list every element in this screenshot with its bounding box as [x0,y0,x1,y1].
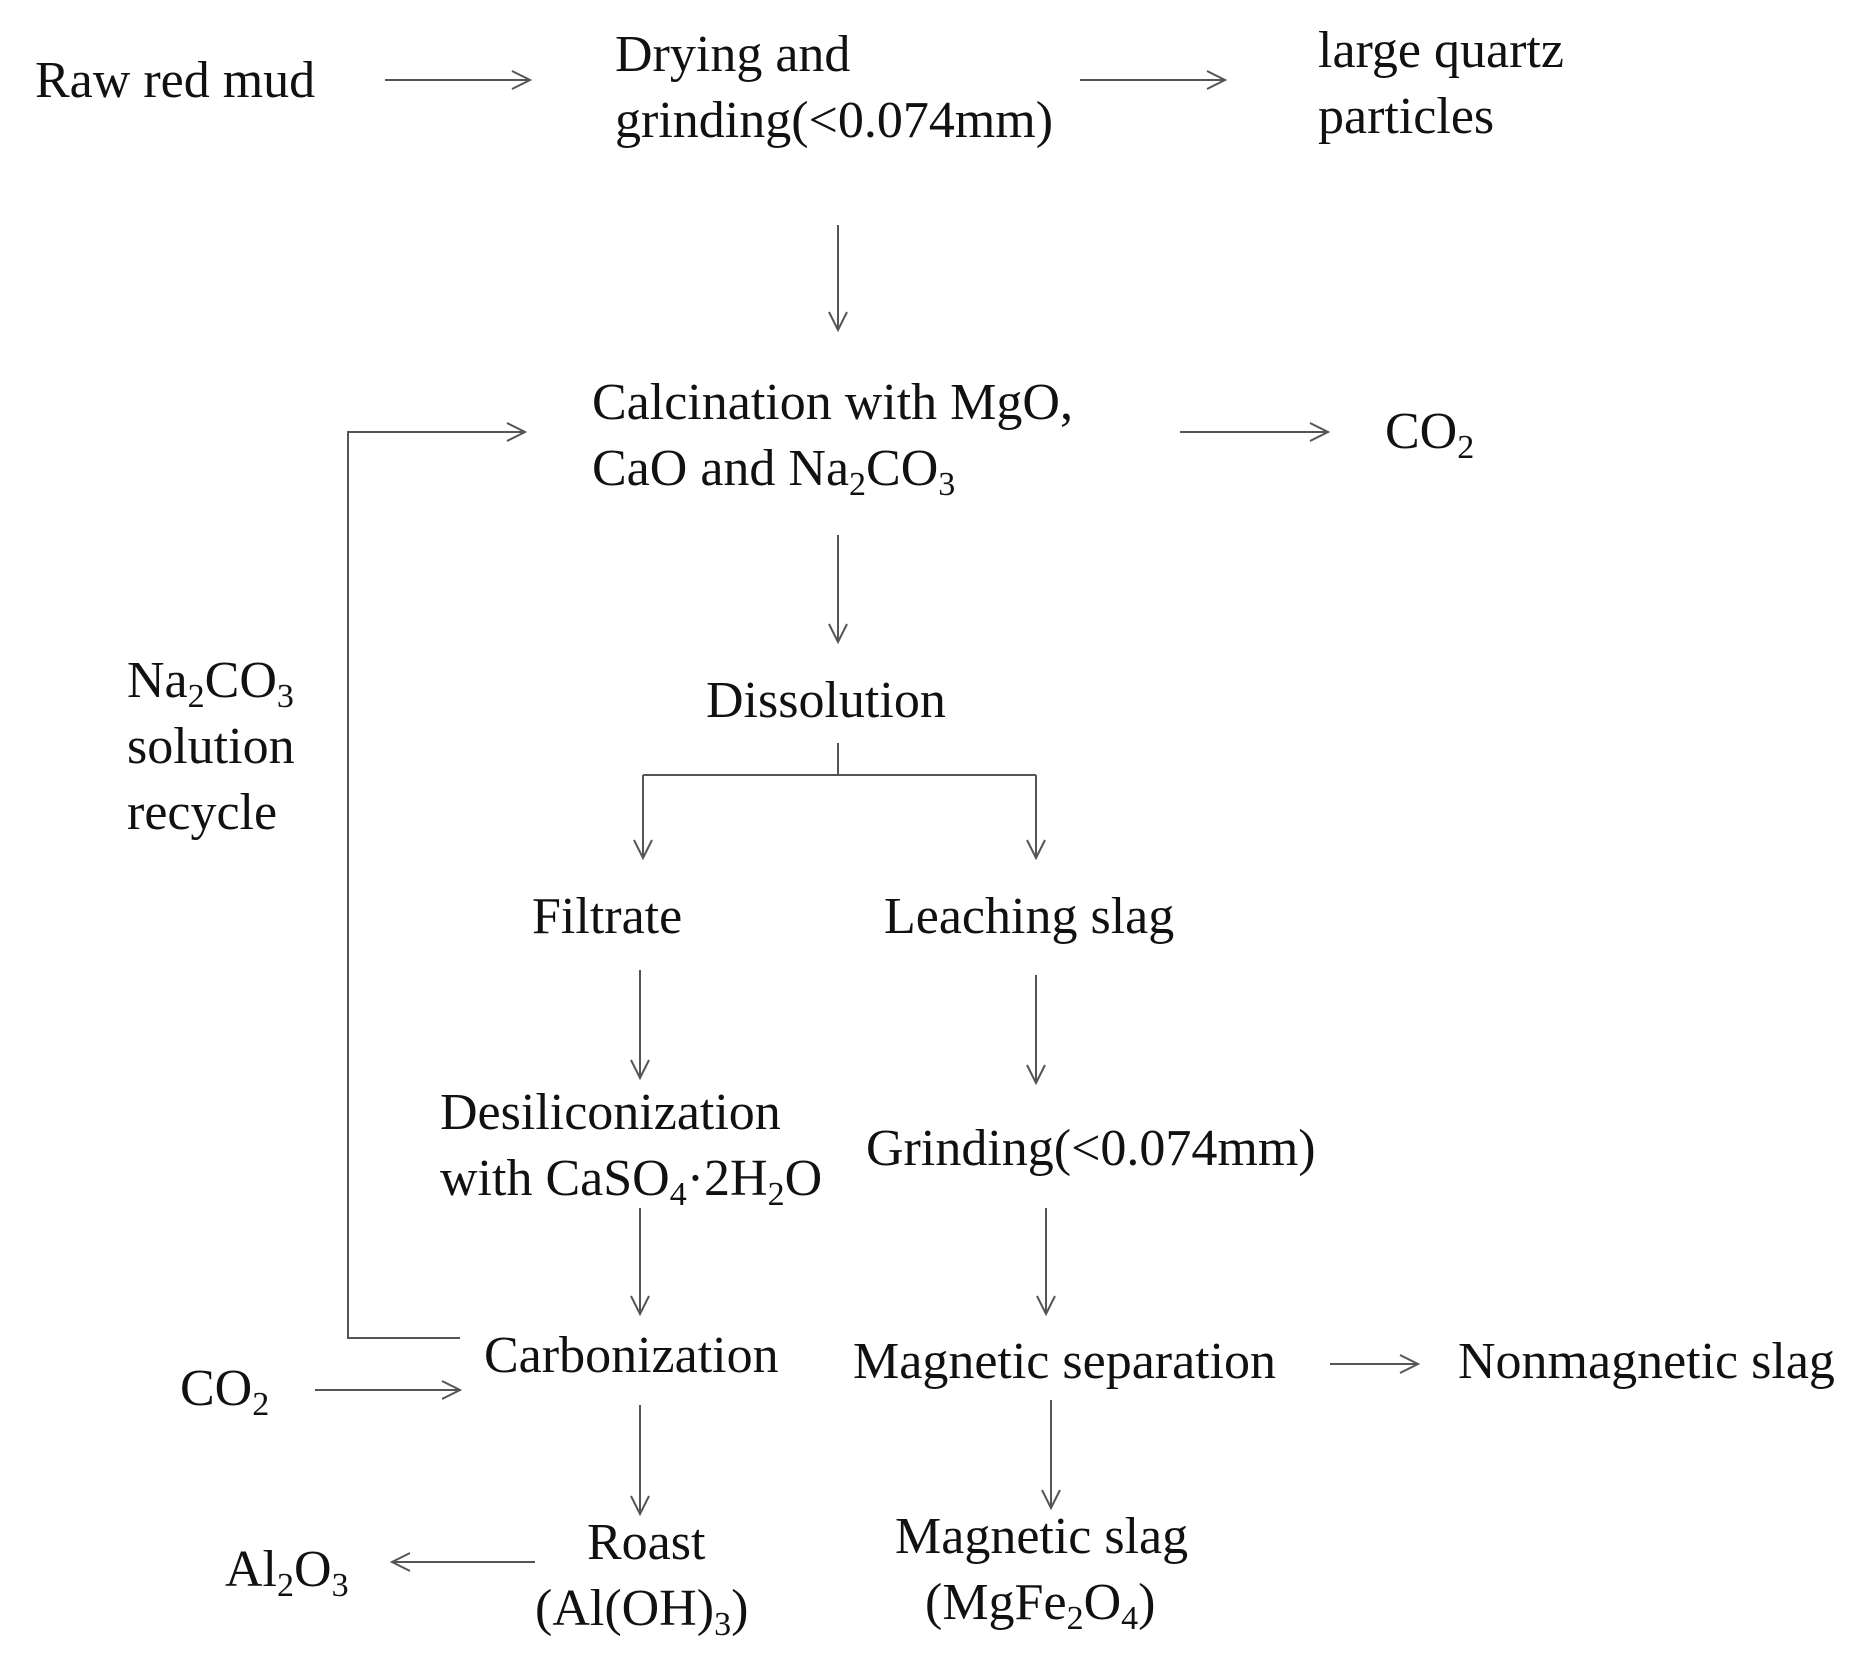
node-large-quartz-particles: large quartz particles [1318,18,1564,150]
node-magnetic-separation: Magnetic separation [853,1329,1276,1395]
node-label: Dissolution [706,672,946,729]
node-label: Carbonization [484,1327,779,1384]
node-label-line1: Drying and [615,26,851,83]
node-desiliconization: Desiliconization with CaSO4·2H2O [440,1080,822,1212]
recycle-loop-line [347,432,525,1339]
node-leaching-slag: Leaching slag [884,884,1174,950]
node-label-line1: Roast [587,1514,706,1571]
node-drying-grinding: Drying and grinding(<0.074mm) [615,22,1053,154]
node-label-line2: CaO and Na2CO3 [592,440,956,503]
node-label-line1: Na2CO3 [127,652,294,715]
node-al2o3: Al2O3 [225,1537,349,1603]
node-label: CO2 [180,1360,270,1423]
node-label-line1: Magnetic slag [895,1508,1189,1565]
node-label-line2: solution [127,718,295,775]
node-co2-output: CO2 [1385,399,1474,465]
node-raw-red-mud: Raw red mud [35,48,315,114]
node-calcination: Calcination with MgO, CaO and Na2CO3 [592,370,1073,502]
node-label-line2: (Al(OH)3) [535,1580,749,1643]
node-co2-input: CO2 [180,1356,269,1422]
node-label-line1: Calcination with MgO, [592,374,1073,431]
node-carbonization: Carbonization [484,1323,779,1389]
node-label-line3: recycle [127,784,278,841]
node-roast: Roast (Al(OH)3) [535,1510,748,1642]
node-label: Grinding(<0.074mm) [866,1120,1316,1177]
node-label-line2: particles [1318,88,1495,145]
node-filtrate: Filtrate [532,884,682,950]
node-label: Magnetic separation [853,1333,1277,1390]
node-label-line2: with CaSO4·2H2O [440,1150,823,1213]
node-na2co3-recycle: Na2CO3 solution recycle [127,648,295,846]
node-label-line2: (MgFe2O4) [925,1574,1156,1637]
node-label-line1: Desiliconization [440,1084,781,1141]
node-label-line1: large quartz [1318,22,1564,79]
node-magnetic-slag: Magnetic slag (MgFe2O4) [895,1504,1188,1636]
node-dissolution: Dissolution [706,668,946,734]
node-label: Raw red mud [35,52,316,109]
node-label: Al2O3 [225,1541,349,1604]
node-label-line2: grinding(<0.074mm) [615,92,1054,149]
node-label: Nonmagnetic slag [1458,1333,1835,1390]
node-label: Leaching slag [884,888,1175,945]
node-label: CO2 [1385,403,1475,466]
node-nonmagnetic-slag: Nonmagnetic slag [1458,1329,1835,1395]
node-grinding: Grinding(<0.074mm) [866,1116,1316,1182]
node-label: Filtrate [532,888,683,945]
